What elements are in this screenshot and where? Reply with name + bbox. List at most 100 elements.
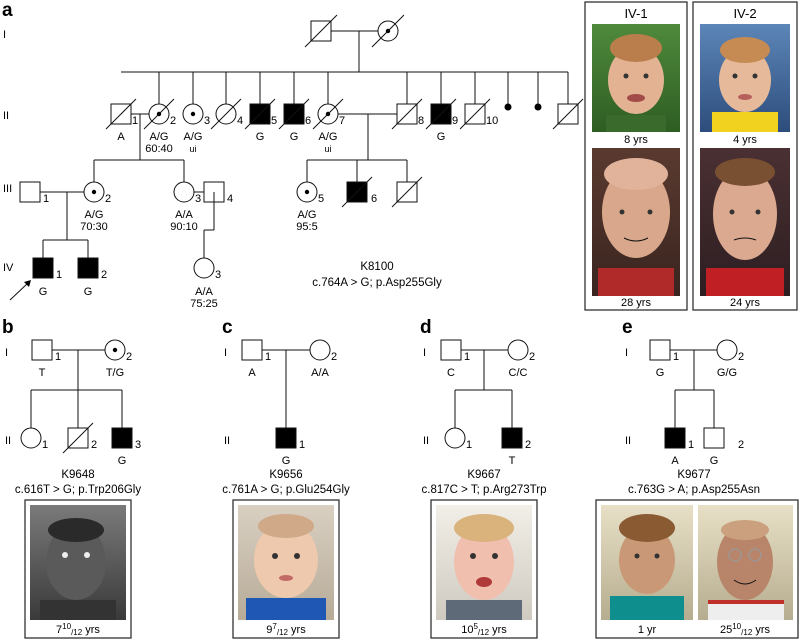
photo-title: IV-2 <box>733 6 756 21</box>
id-number: 1 <box>132 115 138 127</box>
photo-age: 28 yrs <box>621 297 651 309</box>
genotype: A/G <box>319 131 338 143</box>
id-number: 1 <box>466 439 472 451</box>
generation-label-i: I <box>3 29 6 41</box>
c-photo-box: 97/12 yrs <box>232 499 340 639</box>
id-number: 8 <box>418 115 424 127</box>
genotype: G <box>118 455 127 467</box>
a-photo-box-iv2: IV-2 4 yrs 24 yrs <box>692 1 798 311</box>
id-number: 3 <box>195 193 201 205</box>
photo-age: 710/12 yrs <box>56 622 100 637</box>
photo-iv1-childhood <box>592 24 680 132</box>
photo-age: 2510/12 yrs <box>720 622 771 637</box>
generation-label-ii: II <box>625 435 631 447</box>
genotype: A <box>671 455 679 467</box>
id-number: 2 <box>331 351 337 363</box>
x-inactivation-ratio: 95:5 <box>296 221 317 233</box>
id-number: 3 <box>135 439 141 451</box>
id-number: 1 <box>265 351 271 363</box>
id-number: 2 <box>105 193 111 205</box>
c-ii-1-male-affected <box>275 427 297 449</box>
pedigree-c: 1 A 2 A/A 1 G <box>241 339 337 467</box>
pedigree-a-gen3: 1 2 A/G 70:30 3 A/A 90:10 4 5 A/G 95:5 6 <box>19 176 423 233</box>
a-photo-box-iv1: IV-1 8 yrs 28 yrs <box>584 1 688 311</box>
id-number: 2 <box>529 351 535 363</box>
a-gen4-connections <box>42 192 215 258</box>
a-iii-1-male <box>19 181 41 203</box>
a-iv-1-male-affected-proband <box>32 257 54 279</box>
genotype: A/A <box>195 286 213 298</box>
x-inactivation-ratio: ui <box>324 144 331 154</box>
genotype: A/G <box>85 209 104 221</box>
a-family-id: K8100 <box>360 261 393 273</box>
id-number: 3 <box>204 115 210 127</box>
d-photo-box: 105/12 yrs <box>430 499 538 639</box>
x-inactivation-ratio: 90:10 <box>170 221 198 233</box>
genotype: A/G <box>150 131 169 143</box>
photo-iv2-adult <box>700 148 790 296</box>
pedigree-a-gen4: 1 G 2 G 3 A/A 75:25 <box>9 257 221 310</box>
d-i-2-female <box>507 339 529 361</box>
genotype: G <box>290 131 299 143</box>
a-iv-2-male-affected <box>77 257 99 279</box>
generation-label-ii: II <box>423 435 429 447</box>
pedigree-a-gen2: 1 A 2 A/G 60:40 3 A/G ui 4 5 G 6 G 7 A/ <box>105 98 584 155</box>
id-number: 2 <box>738 439 744 451</box>
proband-arrow-head <box>24 280 31 287</box>
miscarriage-dot <box>504 103 512 111</box>
generation-label-i: I <box>423 347 426 359</box>
b-i-1-male <box>31 339 53 361</box>
e-family-id: K9677 <box>677 469 710 481</box>
id-number: 5 <box>271 115 277 127</box>
id-number: 5 <box>318 193 324 205</box>
photo-iv1-adult <box>592 148 680 296</box>
genotype: G/G <box>717 367 737 379</box>
d-family-id: K9667 <box>467 469 500 481</box>
d-variant: c.817C > T; p.Arg273Trp <box>422 484 547 496</box>
d-ii-1-female <box>444 427 466 449</box>
photo-age: 97/12 yrs <box>266 622 306 637</box>
b-variant: c.616T > G; p.Trp206Gly <box>15 484 141 496</box>
generation-label-iii: III <box>3 183 12 195</box>
panel-label-a: a <box>2 0 13 21</box>
photo-e-childhood <box>601 505 693 620</box>
x-inactivation-ratio: 75:25 <box>190 298 218 310</box>
a-iii-3-female <box>173 181 195 203</box>
pedigree-e: 1 G 2 G/G 1 A 2 G <box>649 339 744 467</box>
panel-label-c: c <box>222 317 233 338</box>
genotype: G <box>84 286 93 298</box>
x-inactivation-ratio: 70:30 <box>80 221 108 233</box>
id-number: 1 <box>688 439 694 451</box>
id-number: 1 <box>43 193 49 205</box>
genotype: G <box>282 455 291 467</box>
id-number: 2 <box>738 351 744 363</box>
genotype: G <box>710 455 719 467</box>
deceased-slash <box>371 14 405 48</box>
genotype: A <box>248 367 256 379</box>
c-variant: c.761A > G; p.Glu254Gly <box>222 484 350 496</box>
id-number: 2 <box>170 115 176 127</box>
photo-age: 8 yrs <box>624 134 648 146</box>
photo-age: 4 yrs <box>733 134 757 146</box>
genotype: G <box>39 286 48 298</box>
pedigree-a-gen1 <box>304 14 405 72</box>
id-number: 7 <box>339 115 345 127</box>
generation-label-ii: II <box>3 110 9 122</box>
proband-arrow <box>9 282 29 301</box>
deceased-slash <box>304 14 338 48</box>
d-ii-2-male-affected <box>501 427 523 449</box>
id-number: 9 <box>452 115 458 127</box>
photo-age: 1 yr <box>638 624 657 636</box>
id-number: 1 <box>299 439 305 451</box>
a-iv-3-female <box>193 257 215 279</box>
e-variant: c.763G > A; p.Asp255Asn <box>628 484 760 496</box>
x-inactivation-ratio: 60:40 <box>145 143 173 155</box>
genotype: G <box>256 131 265 143</box>
id-number: 1 <box>56 269 62 281</box>
genotype: A/A <box>175 209 193 221</box>
genotype: A/G <box>298 209 317 221</box>
id-number: 1 <box>464 351 470 363</box>
e-ii-2-male <box>703 427 725 449</box>
genotype: C/C <box>509 367 528 379</box>
